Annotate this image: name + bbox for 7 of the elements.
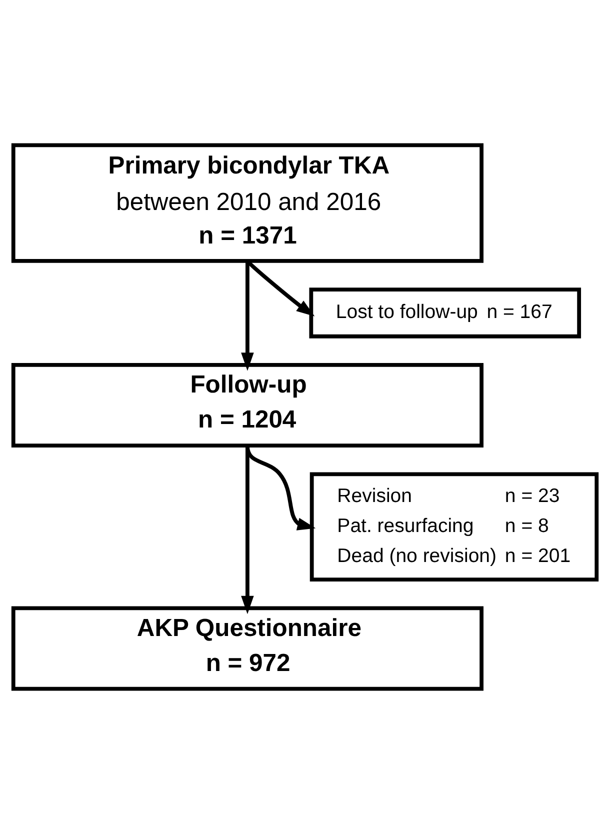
node-box: AKP Questionnaire n = 972 (11, 606, 484, 691)
node-box: Follow-up n = 1204 (11, 363, 484, 448)
node-box: Lost to follow-up n = 167 (309, 288, 582, 338)
arrow (241, 260, 254, 371)
node-box: Primary bicondylar TKA between 2010 and 2016 n = 1371 (11, 143, 484, 263)
arrow (241, 446, 254, 614)
node-box: Revision n = 23 Pat. resurfacing n = 8 Dead (no revision) n = 201 (310, 472, 599, 582)
